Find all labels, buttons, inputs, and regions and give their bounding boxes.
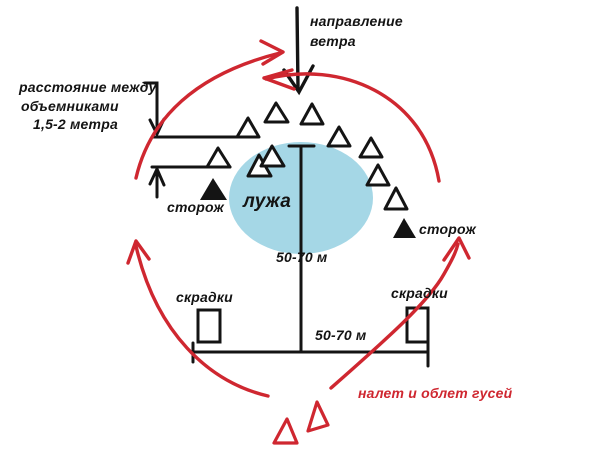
- pond-label: лужа: [243, 191, 291, 212]
- goose-triangle-2: [306, 400, 330, 433]
- baseline: [191, 340, 430, 368]
- decoy-spacing-note-line2: объемниками: [21, 98, 119, 114]
- blind-rect-right: [405, 306, 430, 344]
- blind-label-left: скрадки: [176, 289, 233, 305]
- blind-rect-left: [196, 308, 222, 344]
- decoy-triangle: [358, 136, 384, 159]
- wind-direction-label-line1: направление: [310, 13, 403, 29]
- decoy-triangle: [365, 163, 391, 187]
- goose-triangles: [272, 400, 330, 445]
- decoy-triangle: [205, 146, 232, 169]
- flight-arc-top-left: [134, 39, 285, 180]
- geese-flight-label: налет и облет гусей: [358, 385, 513, 401]
- decoy-triangle: [383, 186, 409, 211]
- decoy-triangle: [326, 125, 352, 148]
- center-distance-line: [287, 144, 316, 354]
- decoy-triangle: [259, 144, 286, 168]
- decoy-triangle: [263, 101, 290, 124]
- goose-triangle-1: [272, 417, 299, 445]
- spacing-measure-arrows: [143, 81, 166, 199]
- guard-label-left: сторож: [167, 199, 225, 215]
- guard-label-right: сторож: [419, 221, 477, 237]
- flight-arc-bottom-right: [329, 236, 471, 390]
- distance-label-vertical: 50-70 м: [276, 249, 328, 265]
- wind-arrow: [282, 6, 315, 96]
- guard-triangle-right: [393, 218, 416, 238]
- goose-flight-arcs: [126, 39, 471, 398]
- wind-direction-label-line2: ветра: [310, 33, 356, 49]
- flight-arc-left: [126, 239, 270, 398]
- decoy-triangle: [235, 116, 261, 139]
- guard-triangle-left: [200, 178, 227, 200]
- decoy-triangle: [299, 102, 325, 126]
- decoy-triangles: [205, 101, 409, 211]
- decoy-spacing-note-line1: расстояние между: [19, 79, 157, 95]
- blind-label-right: скрадки: [391, 285, 448, 301]
- flight-arc-top-right: [262, 68, 441, 183]
- distance-label-horizontal: 50-70 м: [315, 327, 367, 343]
- decoy-spacing-note-line3: 1,5-2 метра: [33, 116, 118, 132]
